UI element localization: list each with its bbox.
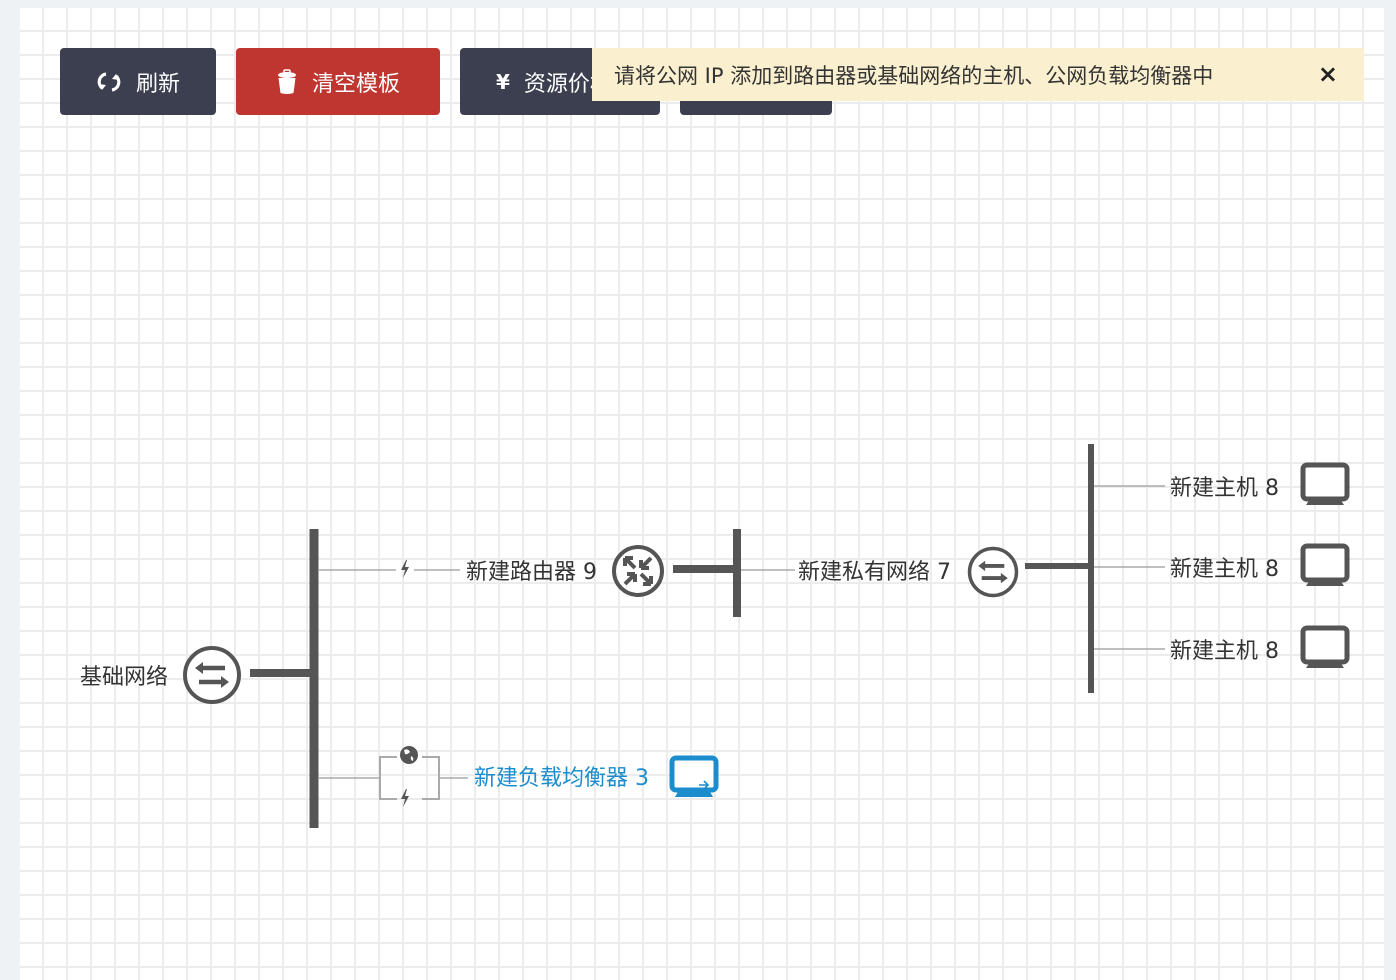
trash-icon (276, 68, 298, 95)
monitor-icon (1303, 628, 1347, 668)
monitor-icon (1303, 546, 1347, 586)
host-node[interactable]: 新建主机 8 (1094, 628, 1347, 668)
refresh-button[interactable]: 刷新 (60, 48, 216, 115)
host-label: 新建主机 8 (1170, 476, 1279, 501)
topology-canvas[interactable] (20, 8, 1384, 980)
yen-icon: ¥ (496, 69, 510, 94)
clear-template-button[interactable]: 清空模板 (236, 48, 440, 115)
load-balancer-monitor-icon (669, 755, 719, 797)
globe-icon[interactable] (400, 746, 418, 764)
router-icon (612, 545, 664, 597)
network-switch-icon (967, 546, 1019, 598)
load-balancer-label: 新建负载均衡器 3 (474, 766, 649, 791)
base-network-label: 基础网络 (80, 665, 168, 690)
host-node[interactable]: 新建主机 8 (1094, 546, 1347, 586)
host-node[interactable]: 新建主机 8 (1094, 465, 1347, 505)
network-switch-icon (185, 648, 239, 702)
host-label: 新建主机 8 (1170, 639, 1279, 664)
lb-bracket-right (422, 756, 440, 800)
refresh-icon (96, 70, 122, 94)
close-icon[interactable]: × (1317, 60, 1338, 88)
host-label: 新建主机 8 (1170, 557, 1279, 582)
private-network-label: 新建私有网络 7 (798, 560, 951, 585)
notice-text: 请将公网 IP 添加到路由器或基础网络的主机、公网负载均衡器中 (614, 63, 1214, 88)
clear-template-label: 清空模板 (311, 71, 400, 97)
private-network-node[interactable]: 新建私有网络 7 (798, 546, 1019, 598)
eip-bolt-icon[interactable] (401, 560, 409, 578)
base-network-node[interactable]: 基础网络 (80, 648, 239, 702)
lb-bracket-left (379, 756, 397, 800)
monitor-icon (1303, 465, 1347, 505)
eip-bolt-icon[interactable] (401, 789, 409, 807)
notice-banner: 请将公网 IP 添加到路由器或基础网络的主机、公网负载均衡器中 × (592, 48, 1364, 101)
router-node[interactable]: 新建路由器 9 (466, 545, 664, 597)
load-balancer-node[interactable]: 新建负载均衡器 3 (474, 755, 719, 797)
refresh-label: 刷新 (135, 71, 180, 97)
router-label: 新建路由器 9 (466, 560, 597, 585)
